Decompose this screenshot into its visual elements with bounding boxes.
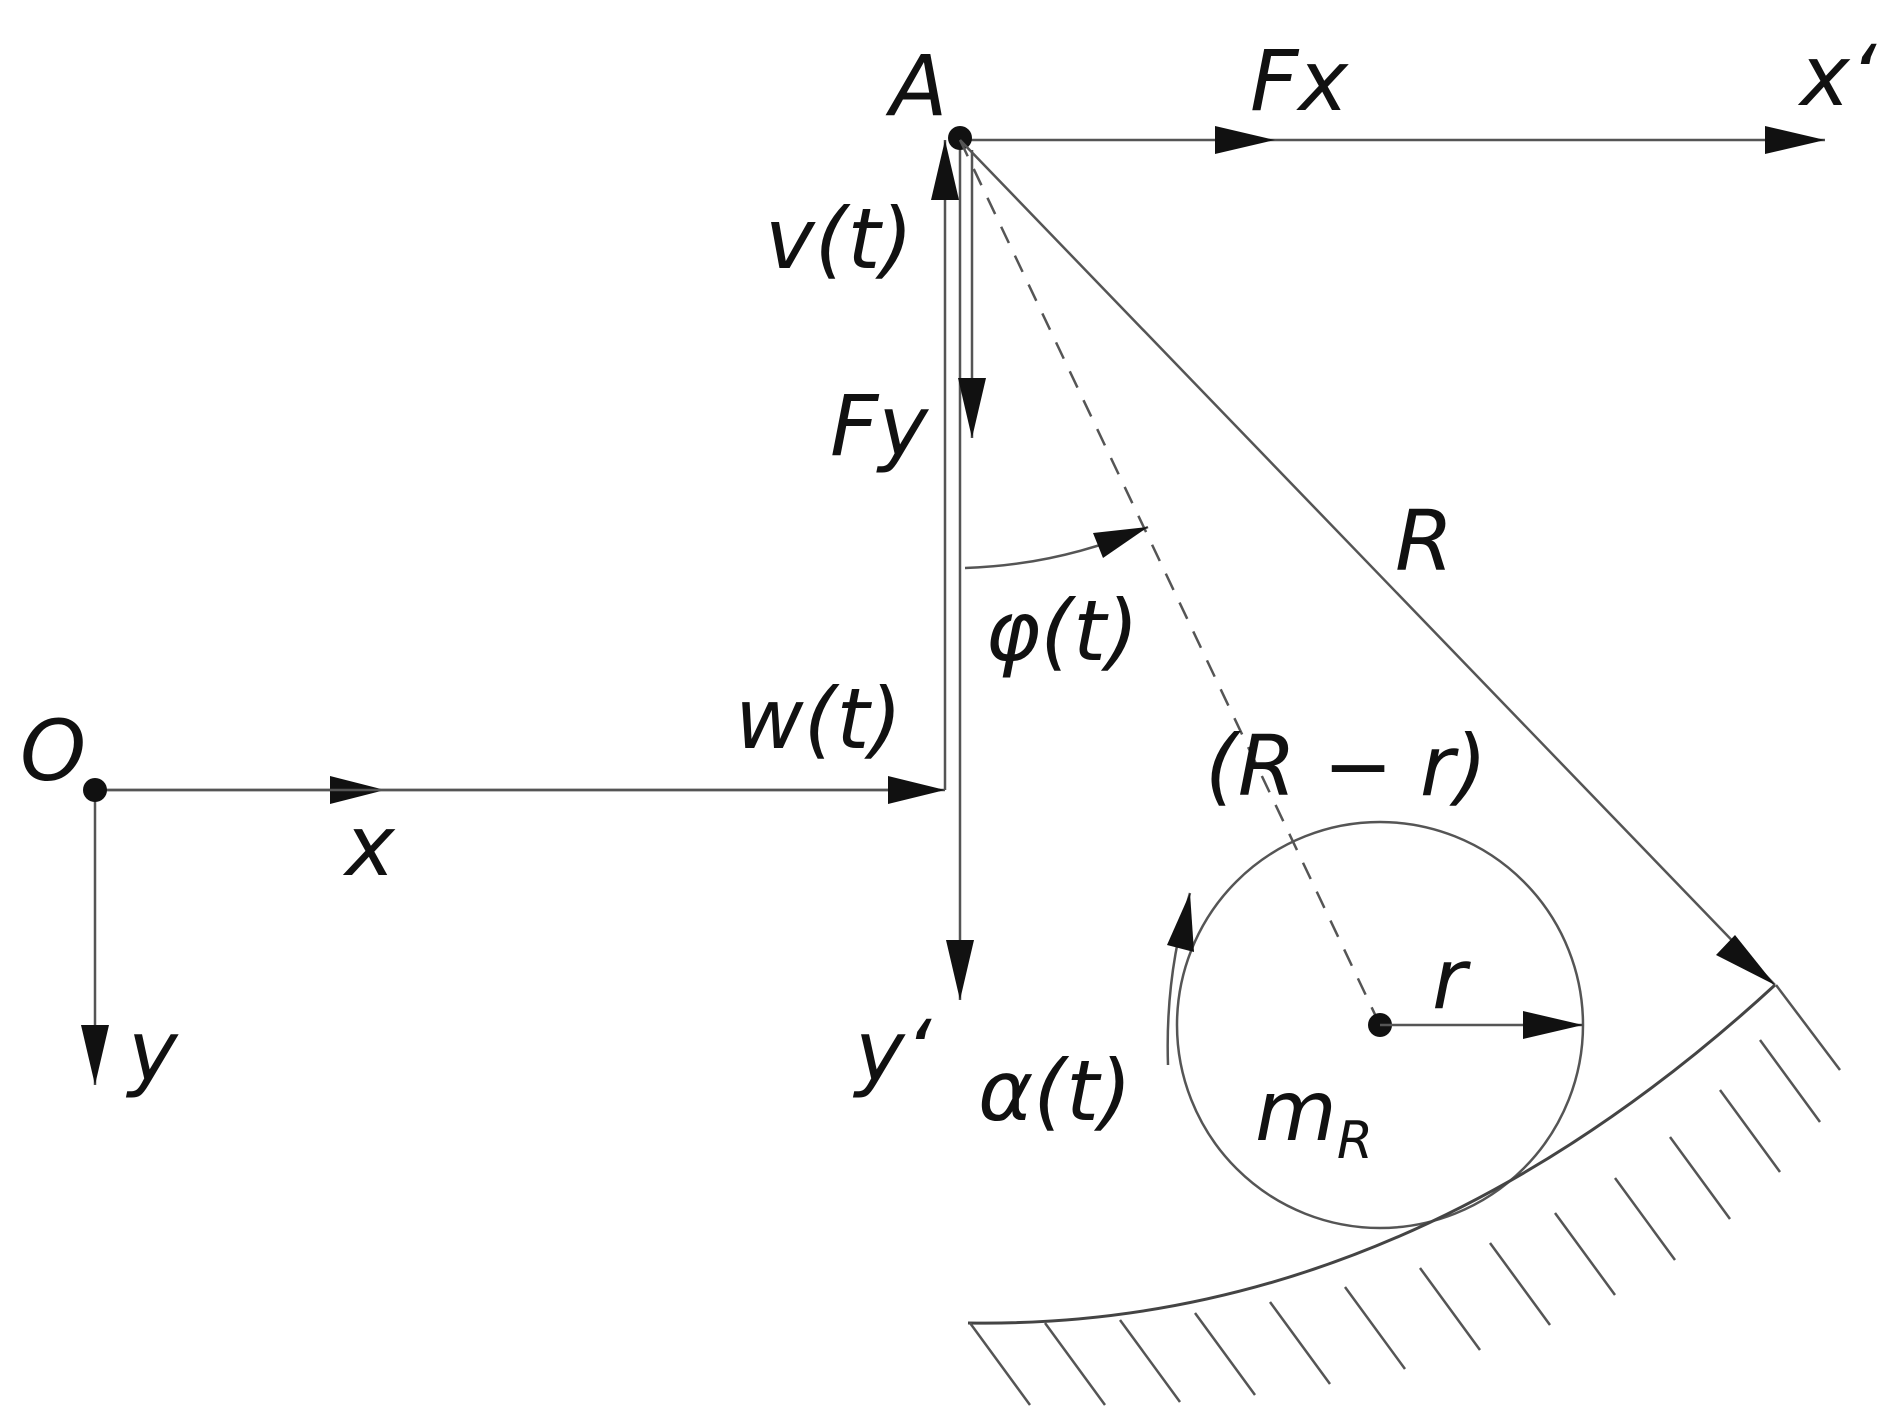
phi-label: φ(t)	[985, 582, 1139, 680]
y-axis-label: y	[125, 1002, 179, 1100]
hatch-line	[1193, 1312, 1257, 1396]
fy-arrowhead	[958, 378, 986, 438]
hatch-line	[1718, 1089, 1782, 1173]
origin-label: O	[20, 702, 86, 800]
alpha-arrowhead	[1167, 893, 1194, 952]
radius-line	[959, 139, 1776, 986]
wall-hatching	[968, 984, 1841, 1406]
y-prime-label: y‘	[852, 1002, 932, 1100]
hatch-line	[1343, 1286, 1407, 1370]
hatch-line	[1668, 1136, 1732, 1220]
hatch-line	[1268, 1301, 1332, 1385]
hatch-line	[1553, 1212, 1617, 1296]
hatch-line	[1758, 1039, 1822, 1123]
fx-label: Fx	[1250, 32, 1349, 130]
x-prime-label: x‘	[1797, 27, 1877, 125]
fx-arrowhead	[1215, 126, 1275, 154]
hatch-line	[1118, 1319, 1182, 1403]
hatch-line	[1043, 1322, 1107, 1406]
pendulum-dashed-line	[958, 139, 1382, 1026]
fy-label: Fy	[830, 377, 929, 475]
small-r-label: r	[1432, 930, 1471, 1028]
mass-label: mR	[1255, 1062, 1373, 1171]
y-axis-arrowhead	[81, 1025, 109, 1085]
hatch-line	[1613, 1177, 1677, 1261]
alpha-label: α(t)	[978, 1042, 1132, 1140]
w-label: w(t)	[735, 670, 902, 768]
hatch-line	[1418, 1267, 1482, 1351]
wall-surface	[967, 983, 1777, 1325]
radius-arrowhead	[1716, 935, 1775, 985]
w-arrowhead	[888, 776, 945, 804]
mass-symbol: m	[1255, 1062, 1337, 1160]
v-arrowhead	[931, 140, 959, 200]
v-label: v(t)	[765, 190, 913, 288]
mass-subscript: R	[1337, 1111, 1373, 1171]
x-prime-arrowhead	[1765, 126, 1825, 154]
point-a-label: A	[885, 37, 947, 135]
hatch-line	[1488, 1242, 1552, 1326]
r-minus-r-label: (R − r)	[1205, 717, 1487, 815]
hatch-line	[968, 1322, 1032, 1406]
phi-arrowhead	[1093, 527, 1148, 558]
y-prime-arrowhead	[946, 940, 974, 1000]
big-r-label: R	[1395, 492, 1453, 590]
origin-dot	[83, 778, 107, 802]
hatch-line	[1775, 984, 1841, 1071]
point-a-dot	[948, 126, 972, 150]
small-r-arrowhead	[1523, 1011, 1583, 1039]
x-axis-label: x	[342, 797, 396, 895]
